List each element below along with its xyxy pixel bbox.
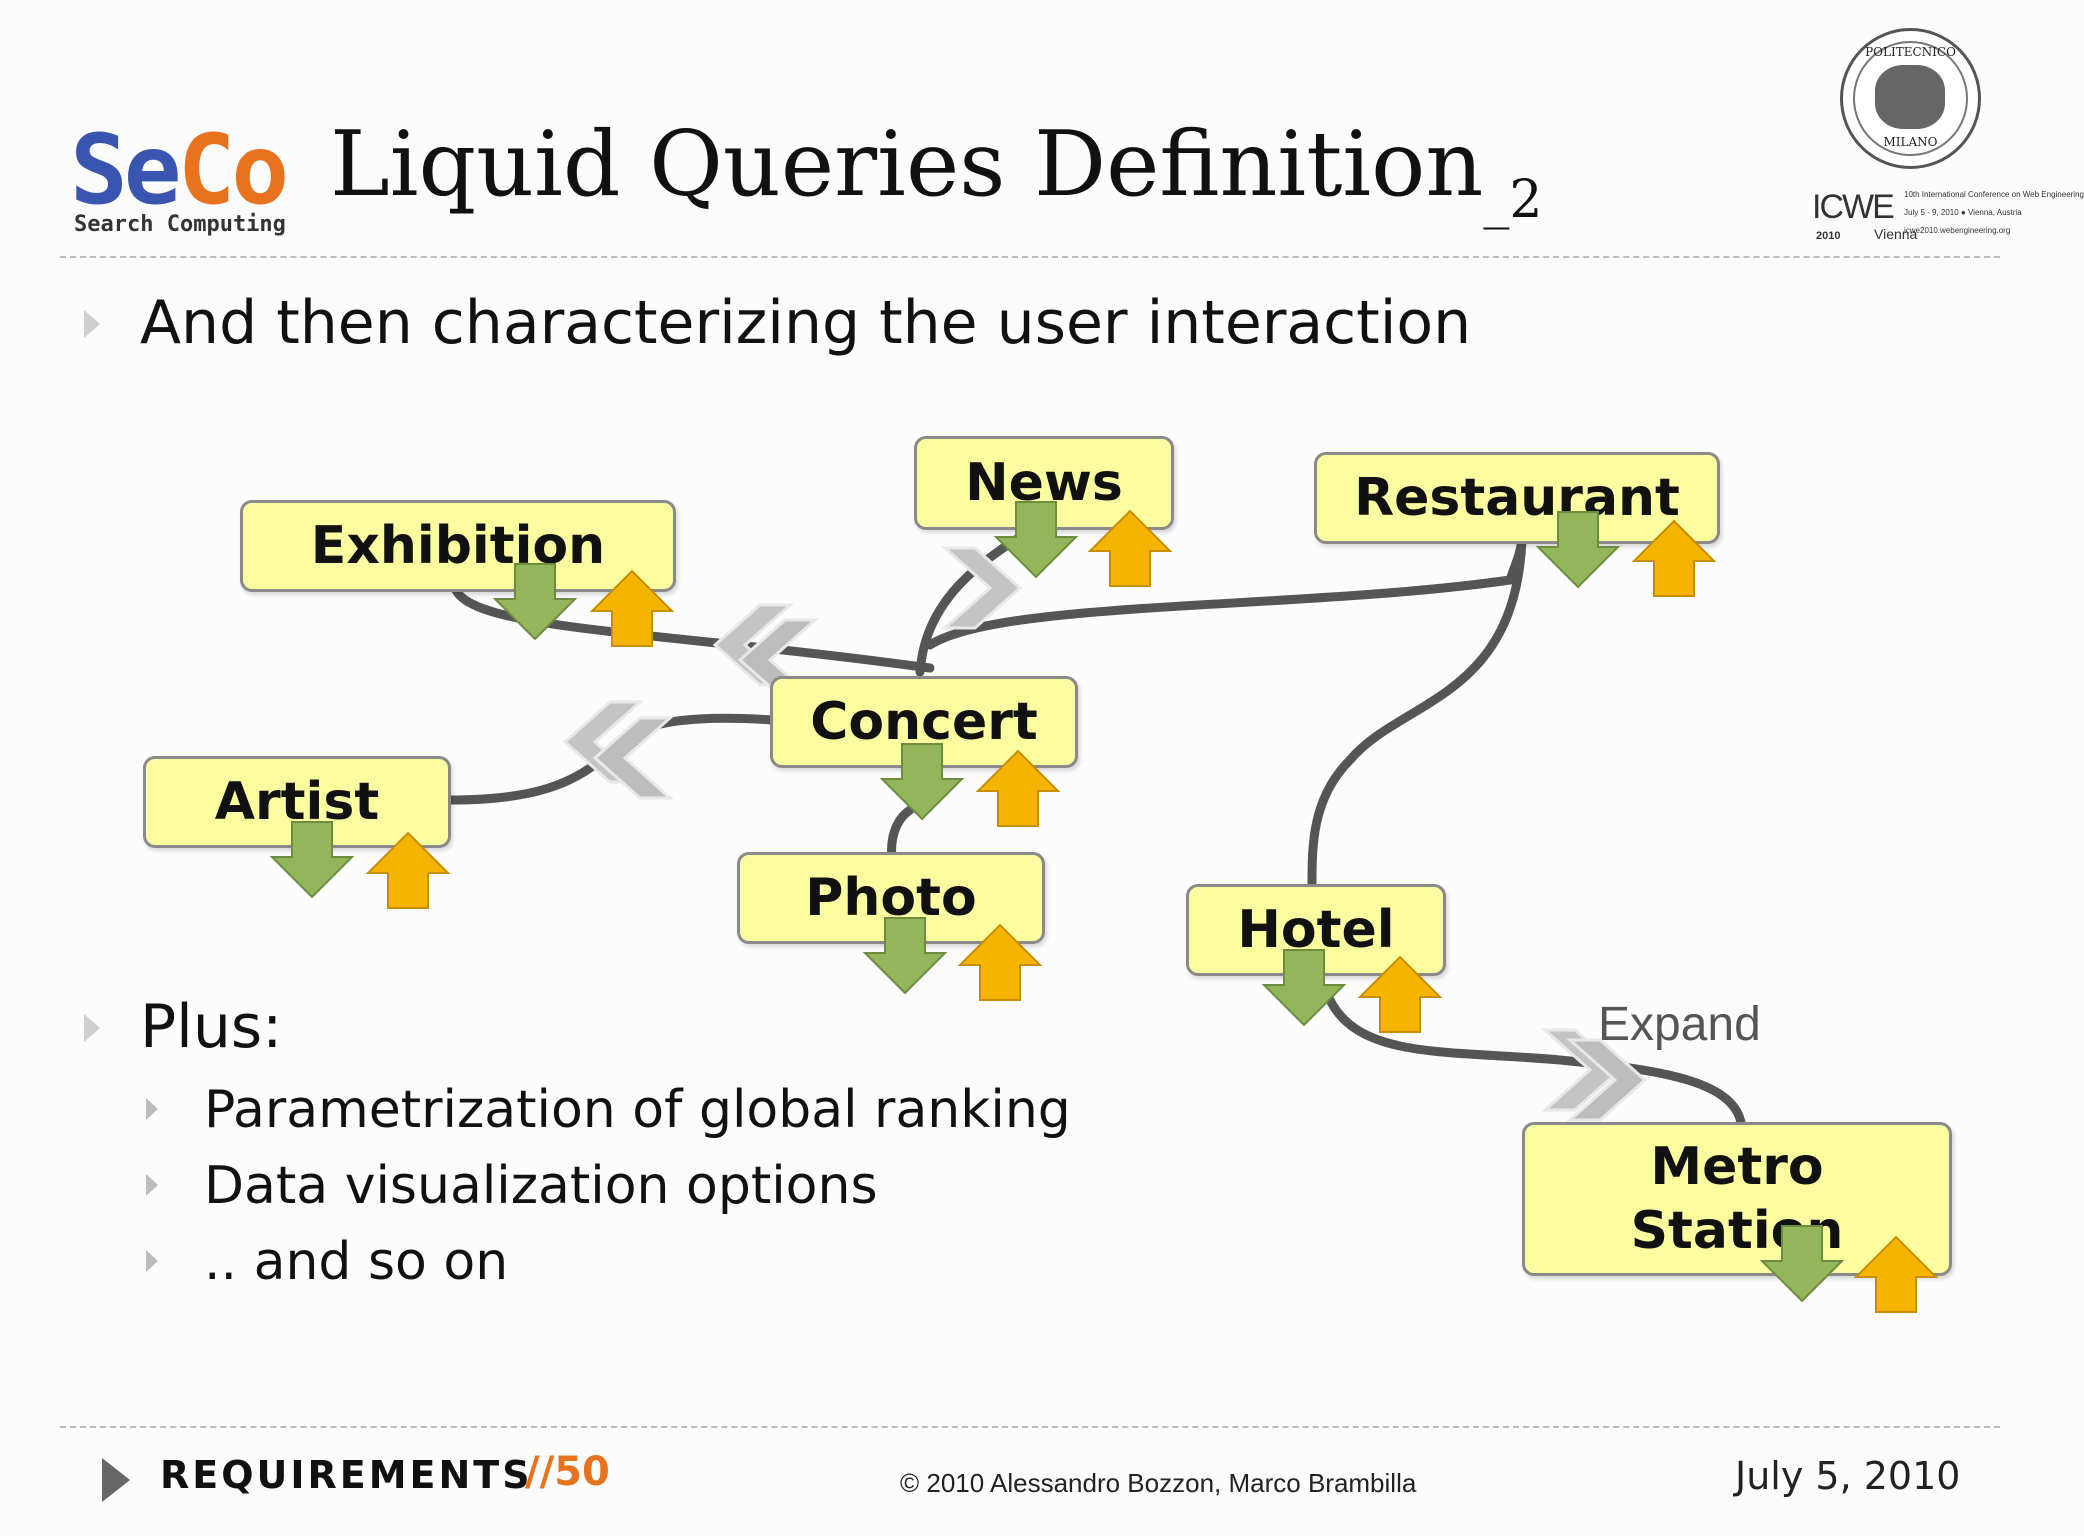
chevron-icon [941,546,1023,630]
sub-bullet-2: Data visualization options [204,1156,878,1216]
expand-label: Expand [1598,998,1761,1051]
node-label: Exhibition [310,516,606,576]
node-label: News [965,453,1123,513]
connector-concert-artist [445,713,777,805]
bullet-main-2: Plus: [140,992,283,1062]
header-divider [60,256,2000,258]
bullet-main-1: And then characterizing the user interac… [140,288,1472,358]
seco-logo-letters: SeCo [70,114,289,226]
node-artist[interactable]: Artist [143,756,451,848]
connector-hotel-metro [1325,995,1747,1135]
seco-logo-subtitle: Search Computing [74,212,286,237]
icwe-line1: 10th International Conference on Web Eng… [1904,190,2084,199]
connector-restaurant-hotel [1307,535,1527,900]
polimi-seal-logo: POLITECNICO MILANO [1840,28,1981,169]
sub-bullet-icon [146,1174,158,1196]
footer-section: REQUIREMENTS [160,1453,533,1497]
node-exhibition[interactable]: Exhibition [240,500,676,592]
bullet-icon [84,310,100,338]
seal-text-top: POLITECNICO [1865,45,1956,59]
seal-emblem [1875,65,1945,129]
chevron-icon [712,603,794,687]
chevron-icon [1541,1028,1623,1112]
seal-ring [1853,41,1968,156]
icwe-logo-text: ICWE [1812,188,1895,226]
node-metro-station[interactable]: Metro Station [1522,1122,1952,1276]
chevron-icon [562,700,644,784]
node-label: Metro Station [1630,1137,1844,1261]
page-title-suffix: _2 [1483,170,1543,230]
node-concert[interactable]: Concert [770,676,1078,768]
node-hotel[interactable]: Hotel [1186,884,1446,976]
node-label: Restaurant [1354,468,1680,528]
footer-page-sep: // [525,1449,555,1495]
seco-logo: SeCo Search Computing [70,120,310,240]
footer-divider [60,1426,2000,1428]
footer-copyright: © 2010 Alessandro Bozzon, Marco Brambill… [900,1468,1417,1498]
page-title: Liquid Queries Definition_2 [330,110,1542,255]
connectors [445,520,1747,1135]
footer-page-number: //50 [525,1449,610,1495]
sub-bullet-1: Parametrization of global ranking [204,1080,1071,1140]
seal-text-bottom: MILANO [1883,135,1938,149]
icwe-city: Vienna [1874,226,1918,242]
chevron-icon [592,716,674,800]
sub-bullet-icon [146,1098,158,1120]
icwe-line2: July 5 - 9, 2010 ● Vienna, Austria [1904,208,2022,217]
node-label: Hotel [1237,900,1395,960]
chevron-icon [1566,1038,1648,1122]
icwe-line3: icwe2010.webengineering.org [1904,226,2011,235]
footer-triangle-icon [102,1458,130,1502]
footer-page-value: 50 [554,1449,610,1495]
connector-concert-news [915,520,1045,677]
node-photo[interactable]: Photo [737,852,1045,944]
sub-bullet-3: .. and so on [204,1232,509,1292]
node-restaurant[interactable]: Restaurant [1314,452,1720,544]
page-title-text: Liquid Queries Definition [330,112,1484,217]
node-news[interactable]: News [914,436,1174,530]
connector-concert-photo [887,805,915,863]
node-label: Concert [810,692,1038,752]
footer-date: July 5, 2010 [1735,1454,1961,1498]
bullet-icon [84,1014,100,1042]
connector-concert-restaurant [925,535,1527,650]
node-label: Artist [214,772,380,832]
node-label: Photo [805,868,977,928]
icwe-logo: ICWE 10th International Conference on We… [1812,176,2084,246]
icwe-year: 2010 [1816,230,1841,242]
sub-bullet-icon [146,1250,158,1272]
connector-exhibition-concert [450,583,935,673]
chevrons [562,546,1648,1122]
